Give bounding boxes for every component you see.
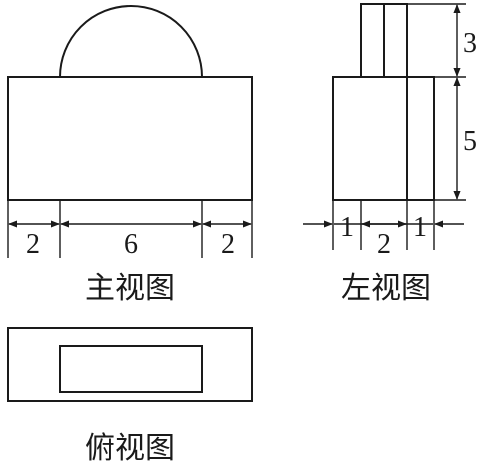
left-view: 3 5 1 2 1 左视图 bbox=[303, 3, 477, 306]
left-dim-left-label: 1 bbox=[340, 212, 354, 243]
top-view-outer bbox=[7, 327, 253, 402]
front-view-caption: 主视图 bbox=[85, 271, 175, 306]
left-dim-right-label: 1 bbox=[413, 212, 427, 243]
left-view-caption: 左视图 bbox=[341, 271, 431, 306]
left-dim-body-label: 5 bbox=[463, 126, 477, 157]
front-dim-middle-label: 6 bbox=[124, 229, 138, 260]
top-view: 俯视图 bbox=[7, 327, 253, 466]
front-view: 2 6 2 主视图 bbox=[7, 5, 253, 306]
front-dim-left-label: 2 bbox=[26, 229, 40, 260]
left-view-body bbox=[332, 76, 435, 201]
left-dim-top-label: 3 bbox=[463, 28, 477, 59]
top-view-inner bbox=[59, 345, 203, 393]
front-view-half-dome bbox=[59, 5, 203, 78]
front-view-body bbox=[7, 76, 253, 201]
front-dim-right-label: 2 bbox=[221, 229, 235, 260]
top-view-caption: 俯视图 bbox=[85, 431, 175, 466]
left-dim-middle-label: 2 bbox=[377, 229, 391, 260]
